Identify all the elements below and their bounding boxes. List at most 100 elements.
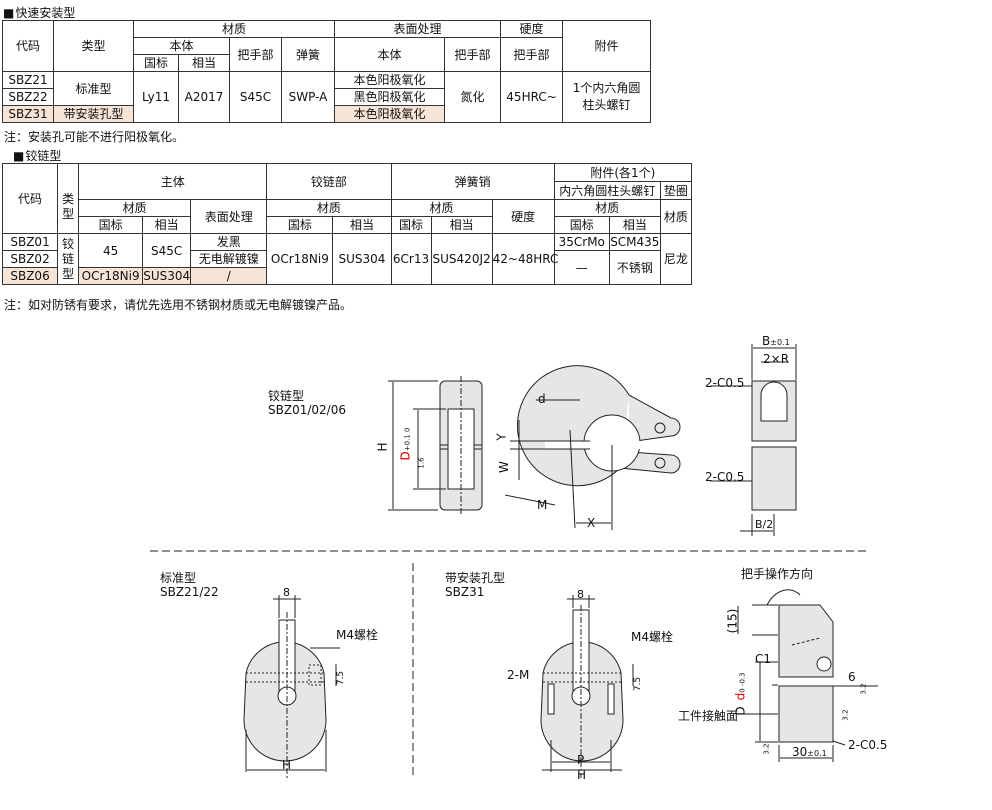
- dim-M: M: [537, 498, 548, 512]
- chamfer-label-top: 2-C0.5: [705, 376, 745, 390]
- hinge-drawing-codes: SBZ01/02/06: [268, 403, 346, 417]
- cell-type-text: 铰链型: [62, 236, 75, 281]
- dim-30-tol: ±0.1: [807, 749, 827, 758]
- cell-surface: 本色阳极氧化: [334, 105, 446, 123]
- table2-title: 铰链型: [13, 149, 61, 163]
- table2-note: 注：如对防锈有要求，请优先选用不锈钢材质或无电解镀镍产品。: [4, 298, 353, 312]
- spec-table-hinge: 代码 类型 主体 铰链部 弹簧销 附件(各1个) 内六角圆柱头螺钉 垫圈 材质 …: [1, 163, 693, 285]
- roughness-label: 1.6: [417, 457, 426, 469]
- cell-hinge-eq: SUS304: [332, 233, 392, 285]
- work-contact-surface: 工件接触面: [678, 709, 739, 723]
- cell-code: SBZ21: [2, 71, 54, 89]
- hinge-side-view: [388, 376, 483, 515]
- th-surface: 表面处理: [190, 199, 268, 234]
- roughness-a: 3.2: [859, 683, 868, 695]
- dim-d0-text: d: [733, 692, 748, 701]
- cell-code: SBZ02: [1, 250, 59, 268]
- th-type: 类型: [53, 20, 134, 72]
- std-drawing-codes: SBZ21/22: [160, 585, 219, 599]
- th-pin: 弹簧销: [390, 163, 555, 200]
- cell-code: SBZ06: [1, 267, 59, 285]
- dim-7_5-hole: 7.5: [633, 676, 644, 692]
- dim-H: H: [375, 442, 390, 452]
- cell-spring: SWP-A: [280, 71, 336, 123]
- th-hardness: 硬度: [500, 20, 564, 38]
- th-hardness-handle: 把手部: [500, 37, 564, 72]
- cell-pin-gb: 6Cr13: [390, 233, 432, 285]
- cell-type: 带安装孔型: [53, 105, 134, 123]
- roughness-c: 3.2: [762, 743, 771, 755]
- cell-pin-eq: SUS420J2: [430, 233, 493, 285]
- th-main: 主体: [78, 163, 268, 200]
- table1-note: 注：安装孔可能不进行阳极氧化。: [4, 130, 185, 144]
- th-eq: 相当: [332, 216, 392, 234]
- handle-direction-caption: 把手操作方向: [741, 567, 814, 581]
- dim-8-hole: 8: [577, 588, 584, 601]
- th-type-text: 类型: [62, 191, 75, 221]
- cell-screw-eq: 不锈钢: [608, 250, 661, 285]
- cell-screw-gb: 35CrMo: [553, 233, 610, 251]
- dim-D-tol: +0.1 0: [403, 427, 412, 452]
- th-type: 类型: [57, 163, 80, 234]
- th-surface-body: 本体: [334, 37, 446, 72]
- dim-D: D+0.1 0: [398, 428, 414, 461]
- mount-hole-label: 2-M: [507, 668, 530, 682]
- roughness-b: 3.2: [841, 709, 850, 721]
- cell-gb: OCr18Ni9: [78, 267, 144, 285]
- standard-type-view: [243, 595, 340, 778]
- dim-B-text: B: [762, 334, 771, 348]
- hole-type-view: [540, 595, 634, 778]
- th-screw: 内六角圆柱头螺钉: [553, 181, 661, 200]
- std-drawing-name: 标准型: [160, 571, 197, 585]
- th-accessory: 附件: [562, 20, 652, 72]
- cell-accessory: 1个内六角圆柱头螺钉: [562, 71, 652, 123]
- dim-30: 30±0.1: [792, 745, 827, 761]
- th-hardness: 硬度: [491, 199, 555, 234]
- dim-B: B±0.1: [762, 334, 790, 350]
- chamfer-label-handle: 2-C0.5: [848, 738, 888, 752]
- dim-B-half: B/2: [755, 518, 774, 531]
- dim-8-std: 8: [283, 586, 290, 599]
- dim-6: 6: [848, 670, 856, 684]
- th-spring: 弹簧: [280, 37, 336, 72]
- th-body: 本体: [133, 37, 230, 55]
- cell-handle-surface: 氮化: [444, 71, 502, 123]
- chamfer-label-bottom: 2-C0.5: [705, 470, 745, 484]
- dim-30-text: 30: [792, 745, 808, 759]
- hole-drawing-codes: SBZ31: [445, 585, 485, 599]
- dim-d: d: [538, 392, 546, 406]
- cell-type: 铰链型: [57, 233, 80, 285]
- bolt-label-std: M4螺栓: [336, 628, 378, 642]
- dim-P: P: [577, 753, 585, 767]
- cell-eq: S45C: [142, 233, 192, 268]
- cell-code: SBZ31: [2, 105, 54, 123]
- dim-d0-tol: 0 -0.3: [738, 672, 747, 693]
- cell-type: 标准型: [53, 71, 134, 106]
- hinge-right-view: [710, 344, 797, 536]
- cell-washer: 尼龙: [659, 233, 693, 285]
- accessory-text: 1个内六角圆柱头螺钉: [572, 81, 641, 112]
- dim-H-hole: H: [577, 768, 587, 782]
- hole-drawing-name: 带安装孔型: [445, 571, 506, 585]
- cell-screw-eq: SCM435: [608, 233, 661, 251]
- dim-2R: 2×R: [763, 352, 790, 366]
- th-eq: 相当: [142, 216, 192, 234]
- dim-D-text: D: [398, 451, 413, 461]
- th-gb: 国标: [553, 216, 610, 234]
- spec-table-quick: 代码 类型 材质 表面处理 硬度 附件 本体 把手部 弹簧 本体 把手部 把手部…: [2, 20, 652, 123]
- th-code: 代码: [2, 20, 54, 72]
- cell-screw-gb: —: [553, 250, 610, 285]
- chamfer-C1: C1: [755, 652, 772, 666]
- th-gb: 国标: [133, 54, 179, 72]
- dim-H-std: H: [282, 758, 292, 772]
- dim-X: X: [587, 516, 596, 530]
- dim-7_5-std: 7.5: [336, 670, 347, 686]
- bolt-label-hole: M4螺栓: [631, 630, 673, 644]
- cell-pin-hardness: 42~48HRC: [491, 233, 558, 285]
- handle-operation-view: [737, 589, 878, 762]
- cell-surface: /: [190, 267, 268, 285]
- th-washer: 垫圈: [659, 181, 693, 200]
- cell-gb: 45: [78, 233, 144, 268]
- hinge-drawing-name: 铰链型: [268, 389, 305, 403]
